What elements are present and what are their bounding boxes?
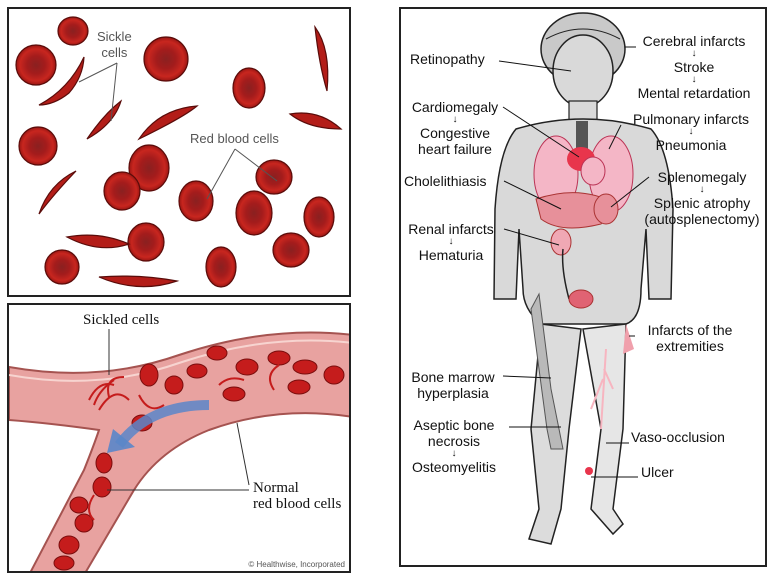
arrow-down-icon: ↓ [691, 48, 697, 59]
human-body-illustration [493, 12, 674, 545]
label-line: Mental retardation [637, 85, 751, 101]
label-line: Pulmonary infarcts [633, 111, 749, 127]
arrow-down-icon: ↓ [452, 114, 458, 125]
label-line: hyperplasia [417, 385, 489, 401]
label-line: Hematuria [418, 247, 484, 263]
label-line: Pneumonia [655, 137, 727, 153]
sickle-cells-panel: Sickle cells Red blood cells [7, 7, 351, 297]
label-renal-infarcts: Renal infarcts ↓ Hematuria [401, 221, 501, 263]
label-aseptic-bone-necrosis: Aseptic bone necrosis ↓ Osteomyelitis [404, 417, 504, 475]
label-bone-marrow-hyperplasia: Bone marrow hyperplasia [403, 369, 503, 401]
blood-cells-illustration [15, 16, 343, 288]
label-line: Infarcts of the [647, 322, 733, 338]
arrow-down-icon: ↓ [699, 184, 705, 195]
label-line: Cerebral infarcts [642, 33, 746, 49]
label-line: Osteomyelitis [411, 459, 497, 475]
label-line: Aseptic bone [413, 417, 495, 433]
label-line: Renal infarcts [408, 221, 494, 237]
normal-label-line1: Normal [253, 480, 299, 496]
label-retinopathy: Retinopathy [410, 51, 485, 67]
label-cholelithiasis: Cholelithiasis [404, 173, 487, 189]
label-vaso-occlusion: Vaso-occlusion [631, 429, 725, 445]
label-line: Cardiomegaly [411, 99, 499, 115]
arrow-down-icon: ↓ [688, 126, 694, 137]
label-ulcer: Ulcer [641, 464, 674, 480]
label-line: extremities [656, 338, 724, 354]
red-blood-cells-label: Red blood cells [190, 131, 279, 146]
blood-vessel-illustration [9, 329, 349, 571]
label-line: necrosis [427, 433, 481, 449]
sickle-cells-label-line1: Sickle [97, 29, 132, 44]
sickle-cells-label: Sickle cells [97, 29, 132, 61]
label-cardiomegaly: Cardiomegaly ↓ Congestive heart failure [405, 99, 505, 157]
label-pulmonary-infarcts: Pulmonary infarcts ↓ Pneumonia [623, 111, 759, 153]
blood-vessel-panel: Sickled cells Normal red blood cells © H… [7, 303, 351, 573]
label-line: (autosplenectomy) [644, 211, 760, 227]
label-cerebral-infarcts: Cerebral infarcts ↓ Stroke ↓ Mental reta… [629, 33, 759, 101]
normal-red-blood-cells-label: Normal red blood cells [253, 480, 341, 512]
sickle-cells-label-line2: cells [101, 45, 128, 60]
sickled-cells-label: Sickled cells [83, 312, 160, 328]
label-line: Congestive [419, 125, 491, 141]
label-line: Splenomegaly [657, 169, 747, 185]
label-infarcts-extremities: Infarcts of the extremities [635, 322, 745, 354]
label-line: heart failure [418, 141, 492, 157]
label-splenomegaly: Splenomegaly ↓ Splenic atrophy (autosple… [637, 169, 765, 227]
copyright-notice: © Healthwise, Incorporated [248, 560, 345, 569]
label-line: Stroke [673, 59, 715, 75]
arrow-down-icon: ↓ [448, 236, 454, 247]
normal-label-line2: red blood cells [253, 496, 342, 512]
label-line: Splenic atrophy [653, 195, 751, 211]
arrow-down-icon: ↓ [451, 448, 457, 459]
arrow-down-icon: ↓ [691, 74, 697, 85]
body-complications-panel: Retinopathy Cardiomegaly ↓ Congestive he… [399, 7, 767, 567]
label-line: Bone marrow [411, 369, 495, 385]
